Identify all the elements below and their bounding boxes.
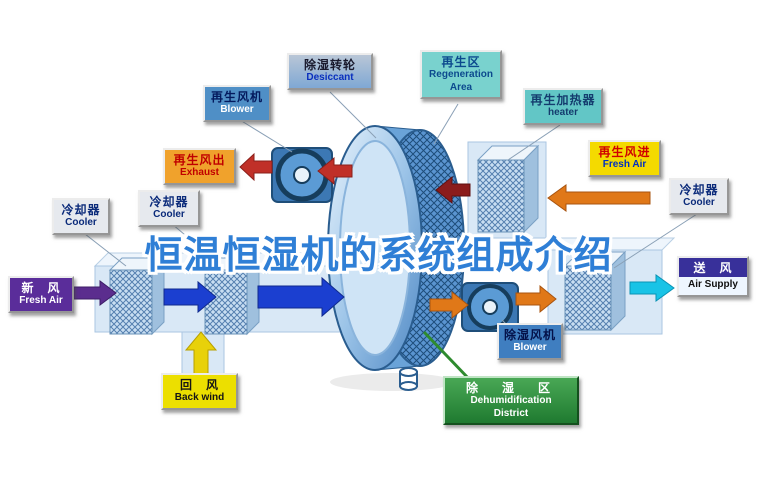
- process-air-arrow-2: [257, 276, 345, 318]
- label-cooler-left-far-en: Cooler: [65, 217, 97, 229]
- label-air-supply: 送 风 Air Supply: [677, 256, 749, 297]
- heater-coil-right-top: [476, 144, 540, 234]
- label-regen-blower: 再生风机 Blower: [203, 85, 271, 122]
- label-air-supply-zh: 送 风: [679, 258, 747, 278]
- label-cooler-left-far-zh: 冷却器: [61, 203, 101, 217]
- cooler-coil-right-bottom: [563, 250, 627, 332]
- label-dehumidification-district-en2: District: [493, 407, 529, 419]
- label-cooler-right: 冷却器 Cooler: [669, 178, 729, 215]
- label-regen-exhaust-en: Exhaust: [180, 167, 219, 179]
- label-regeneration-area-en: Regeneration Area: [429, 69, 493, 93]
- label-dehumidification-district: 除 湿 区 Dehumidification District: [443, 376, 579, 426]
- label-regen-exhaust-zh: 再生风出: [173, 153, 226, 167]
- regen-fresh-air-arrow: [547, 184, 651, 212]
- label-cooler-right-zh: 冷却器: [679, 183, 719, 197]
- label-regen-blower-en: Blower: [220, 104, 254, 116]
- return-air-arrow: [184, 331, 218, 375]
- label-regeneration-area: 再生区 Regeneration Area: [420, 50, 502, 100]
- airflow-arrows: [73, 152, 675, 375]
- label-regeneration-area-zh: 再生区: [441, 55, 481, 69]
- drive-motor-icon: [399, 367, 418, 391]
- label-dehumid-blower-en: Blower: [513, 342, 547, 354]
- label-dehumidification-district-zh: 除 湿 区: [465, 381, 556, 395]
- process-air-arrow-1: [163, 280, 217, 314]
- label-air-supply-en: Air Supply: [687, 279, 738, 291]
- fresh-air-arrow: [73, 280, 117, 306]
- regen-exhaust-arrow-1: [317, 156, 353, 186]
- label-fresh-air-intake-en: Fresh Air: [19, 295, 63, 307]
- label-cooler-right-en: Cooler: [683, 197, 715, 209]
- label-desiccant-wheel: 除湿转轮 Desiccant: [287, 53, 373, 90]
- label-fresh-air-intake: 新 风 Fresh Air: [8, 276, 74, 313]
- label-cooler-left-far: 冷却器 Cooler: [52, 198, 110, 235]
- label-regen-heater-en: heater: [547, 107, 578, 119]
- label-cooler-left-mid-zh: 冷却器: [149, 195, 189, 209]
- cooler-coil-left-1: [108, 256, 166, 336]
- dehumid-district-pointer: [422, 330, 472, 382]
- label-desiccant-wheel-en: Desiccant: [306, 72, 354, 84]
- supply-air-arrow-1: [429, 290, 469, 320]
- label-regen-fresh-air: 再生风进 Fresh Air: [588, 140, 661, 177]
- regeneration-fan: [271, 147, 333, 203]
- regen-exhaust-arrow-2: [239, 152, 273, 182]
- label-back-wind-en: Back wind: [174, 392, 225, 404]
- label-dehumid-blower-zh: 除湿风机: [503, 328, 556, 342]
- cooler-coil-left-2: [203, 256, 261, 336]
- label-back-wind: 回 风 Back wind: [161, 373, 238, 410]
- label-desiccant-wheel-zh: 除湿转轮: [303, 58, 356, 72]
- label-regen-heater: 再生加热器 heater: [523, 88, 603, 125]
- label-cooler-left-mid: 冷却器 Cooler: [138, 190, 200, 227]
- label-regen-blower-zh: 再生风机: [210, 90, 263, 104]
- dehumidification-fan: [461, 282, 519, 332]
- supply-air-arrow-2: [515, 284, 557, 314]
- label-regen-heater-zh: 再生加热器: [530, 93, 596, 107]
- label-dehumid-blower: 除湿风机 Blower: [497, 323, 563, 360]
- label-regen-fresh-air-en: Fresh Air: [602, 159, 647, 171]
- leader-lines: [84, 91, 698, 331]
- label-dehumidification-district-en1: Dehumidification: [470, 395, 552, 407]
- label-cooler-left-mid-en: Cooler: [153, 209, 185, 221]
- label-regen-exhaust: 再生风出 Exhaust: [163, 148, 236, 185]
- label-regen-fresh-air-zh: 再生风进: [598, 145, 651, 159]
- label-back-wind-zh: 回 风: [179, 378, 219, 392]
- regen-inlet-arrow-wheel: [435, 175, 471, 205]
- supply-air-outlet-arrow: [629, 274, 675, 302]
- label-fresh-air-intake-zh: 新 风: [21, 281, 61, 295]
